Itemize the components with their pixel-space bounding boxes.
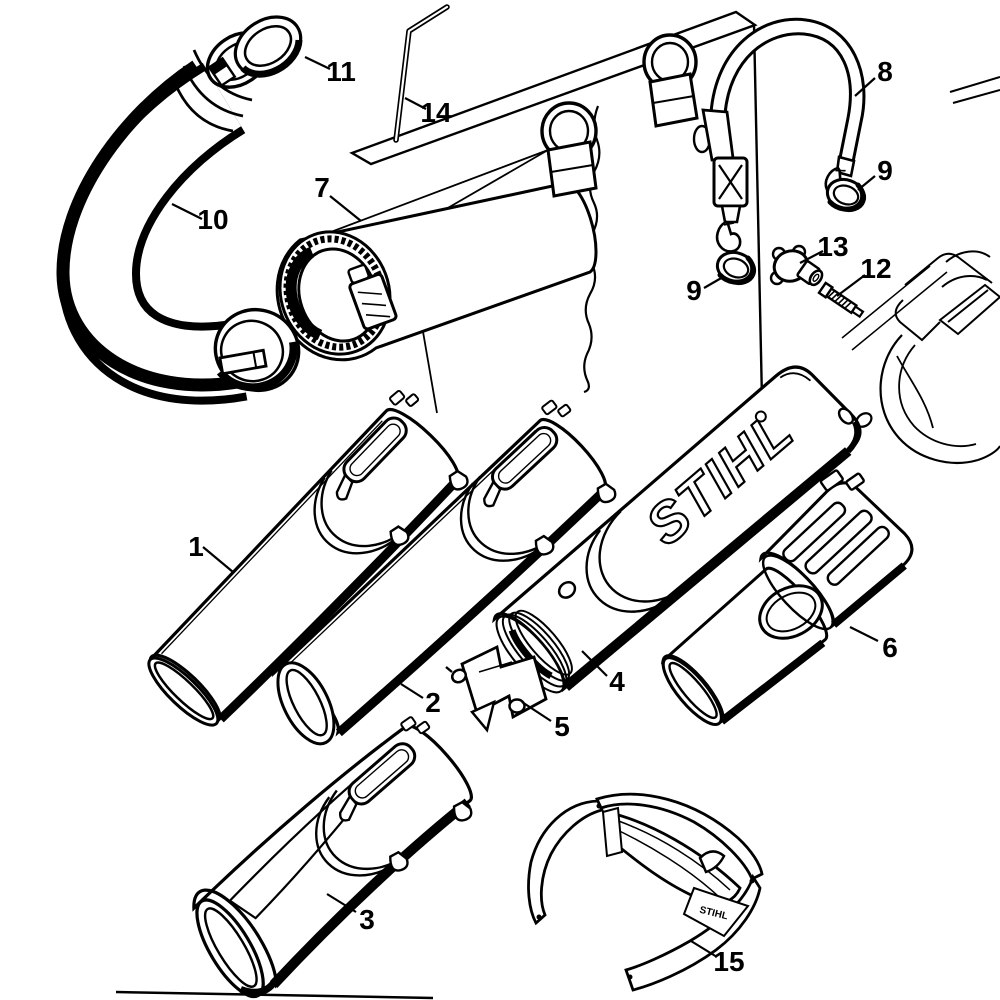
part-13-knob — [769, 244, 824, 287]
hose-collar-tab — [207, 56, 237, 88]
callout-label-8: 8 — [877, 56, 893, 87]
hose-end-shadow — [216, 341, 298, 392]
leader-13 — [799, 250, 824, 264]
part-12-screw — [817, 281, 865, 319]
temple-logo-plate — [682, 886, 750, 938]
part-6-hanging-loop — [758, 584, 824, 640]
part-6-connector-sleeve — [758, 469, 914, 631]
callout-label-5: 5 — [554, 711, 570, 742]
leader-3 — [326, 893, 357, 913]
lens-fold-edge — [601, 806, 624, 858]
cap-tab — [837, 407, 855, 425]
part-9-ring-right — [825, 177, 867, 213]
callout-leaders — [171, 56, 879, 958]
leader-9-right — [857, 175, 876, 191]
strap-hook-left — [715, 220, 742, 253]
leader-2 — [400, 683, 424, 699]
part-9-ring-left — [715, 250, 757, 286]
leader-11 — [304, 56, 331, 70]
leader-8 — [854, 77, 876, 97]
leader-4 — [581, 650, 608, 677]
leader-5 — [521, 701, 552, 722]
part-11-hose-ring — [233, 15, 303, 78]
hanging-strings — [306, 149, 549, 414]
callout-label-9-right: 9 — [877, 155, 893, 186]
callout-label-7: 7 — [314, 172, 330, 203]
leader-9-left — [703, 276, 724, 289]
mouth-shadow — [508, 629, 553, 680]
leader-15 — [690, 940, 718, 958]
leader-1 — [202, 546, 234, 573]
clamp-screw-housing — [347, 263, 398, 331]
wall-edge-line — [752, 24, 764, 401]
part-1-blower-tube — [147, 382, 489, 727]
mouth-shadow — [285, 246, 323, 341]
blower-housing-partial — [841, 76, 1000, 464]
leader-14 — [404, 97, 427, 110]
part-14-hex-wrench — [393, 4, 450, 143]
part-5-clamp-bracket — [445, 644, 548, 733]
leader-10 — [171, 203, 203, 220]
part-2-blower-tube — [271, 392, 637, 746]
logo-mark-dot — [754, 410, 767, 423]
part-7-intake-cone — [275, 181, 598, 362]
leader-7 — [329, 195, 362, 222]
hose-slot — [218, 348, 268, 376]
callout-label-14: 14 — [420, 97, 452, 128]
part-8-shoulder-strap — [692, 17, 866, 253]
leader-6 — [849, 626, 879, 642]
callout-label-9-left: 9 — [686, 275, 702, 306]
callout-label-13: 13 — [817, 231, 848, 262]
callout-label-15: 15 — [713, 946, 744, 977]
ground-line — [115, 990, 434, 1000]
tube-hole — [557, 581, 577, 599]
callout-label-3: 3 — [359, 904, 375, 935]
part-15-safety-glasses: STIHL — [527, 792, 764, 992]
hanger-loop-a — [540, 101, 598, 198]
hose-outer-shadow — [56, 60, 240, 392]
callout-label-2: 2 — [425, 687, 441, 718]
strap-buckle — [712, 156, 749, 208]
callout-labels: 1 2 3 4 5 6 7 8 9 9 10 11 12 13 14 15 — [188, 56, 898, 977]
callout-label-4: 4 — [609, 666, 625, 697]
callout-label-1: 1 — [188, 531, 204, 562]
part-3-flat-nozzle — [192, 708, 494, 999]
nose-piece — [698, 850, 726, 874]
callout-label-12: 12 — [860, 253, 891, 284]
callout-label-10: 10 — [197, 204, 228, 235]
leader-12 — [836, 274, 866, 297]
callout-label-11: 11 — [326, 56, 356, 87]
part-10-suction-hose — [56, 31, 301, 405]
callout-label-6: 6 — [882, 632, 898, 663]
hanger-loop-b — [642, 33, 699, 128]
throttle-cable-line — [896, 355, 934, 429]
